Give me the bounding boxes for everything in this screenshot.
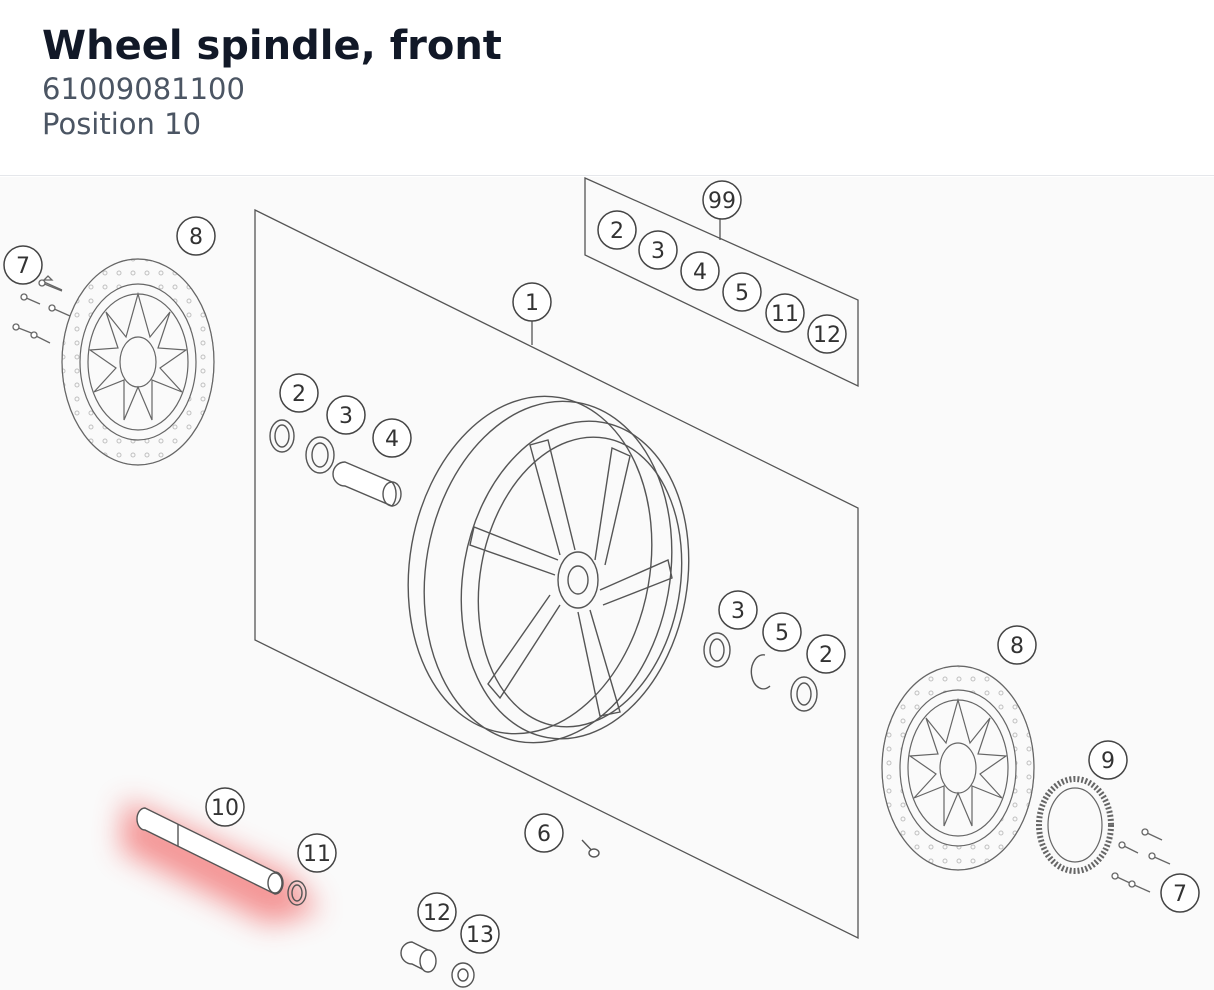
callout-1: 1 bbox=[512, 282, 552, 322]
callout-11: 11 bbox=[297, 833, 337, 873]
svg-text:2: 2 bbox=[292, 382, 306, 407]
callout-5-right: 5 bbox=[762, 612, 802, 652]
svg-text:9: 9 bbox=[1101, 749, 1115, 774]
callout-9: 9 bbox=[1088, 740, 1128, 780]
svg-text:1: 1 bbox=[525, 291, 539, 316]
svg-text:8: 8 bbox=[1010, 634, 1024, 659]
callout-2-left: 2 bbox=[279, 373, 319, 413]
callout-4-kit: 4 bbox=[680, 251, 720, 291]
callout-4-left: 4 bbox=[372, 418, 412, 458]
svg-text:3: 3 bbox=[651, 239, 665, 264]
svg-text:7: 7 bbox=[1173, 882, 1187, 907]
brake-disc-left bbox=[61, 258, 215, 466]
part-header: Wheel spindle, front 61009081100 Positio… bbox=[0, 0, 1214, 176]
callout-3-kit: 3 bbox=[638, 230, 678, 270]
svg-text:5: 5 bbox=[735, 281, 749, 306]
part-title: Wheel spindle, front bbox=[42, 23, 502, 69]
callout-12: 12 bbox=[417, 892, 457, 932]
svg-text:7: 7 bbox=[16, 254, 30, 279]
wheel-spindle-part bbox=[136, 807, 284, 895]
svg-text:5: 5 bbox=[775, 621, 789, 646]
callout-7-left: 7 bbox=[3, 245, 43, 285]
svg-text:4: 4 bbox=[693, 260, 707, 285]
spindle-ring bbox=[287, 880, 307, 906]
callout-2-right: 2 bbox=[806, 634, 846, 674]
callout-6: 6 bbox=[524, 813, 564, 853]
svg-text:13: 13 bbox=[466, 923, 494, 948]
callout-13: 13 bbox=[460, 914, 500, 954]
callout-7-right: 7 bbox=[1160, 873, 1200, 913]
svg-text:8: 8 bbox=[189, 225, 203, 250]
svg-text:6: 6 bbox=[537, 822, 551, 847]
part-number: 61009081100 bbox=[42, 72, 245, 106]
exploded-parts-diagram: 99 2 3 4 5 11 12 1 8 7 2 3 4 3 5 2 8 9 7… bbox=[0, 177, 1214, 990]
front-wheel-rim bbox=[407, 395, 690, 744]
svg-text:11: 11 bbox=[303, 842, 331, 867]
callout-8-right: 8 bbox=[997, 625, 1037, 665]
wheel-group-box bbox=[254, 208, 859, 940]
svg-text:2: 2 bbox=[610, 219, 624, 244]
part-position: Position 10 bbox=[42, 107, 202, 141]
callout-3-left: 3 bbox=[326, 395, 366, 435]
callout-5-kit: 5 bbox=[722, 272, 762, 312]
callout-11-kit: 11 bbox=[765, 293, 805, 333]
callout-12-kit: 12 bbox=[807, 314, 847, 354]
bolts-left bbox=[12, 275, 71, 344]
callout-2-kit: 2 bbox=[597, 210, 637, 250]
seal-bearing-spacer-left bbox=[269, 419, 402, 507]
svg-text:11: 11 bbox=[771, 302, 799, 327]
abs-pulse-ring bbox=[1036, 776, 1114, 874]
callout-99: 99 bbox=[702, 180, 742, 220]
svg-text:2: 2 bbox=[819, 643, 833, 668]
brake-disc-right bbox=[881, 665, 1035, 871]
svg-text:3: 3 bbox=[339, 404, 353, 429]
svg-text:4: 4 bbox=[385, 427, 399, 452]
callout-10: 10 bbox=[205, 787, 245, 827]
bolts-right bbox=[1111, 828, 1171, 893]
svg-text:3: 3 bbox=[731, 599, 745, 624]
bearing-circlip-seal-right bbox=[703, 632, 818, 712]
callout-3-right: 3 bbox=[718, 590, 758, 630]
svg-text:12: 12 bbox=[423, 901, 451, 926]
callout-8-left: 8 bbox=[176, 216, 216, 256]
svg-text:99: 99 bbox=[708, 189, 736, 214]
bolt-6 bbox=[581, 839, 600, 858]
svg-text:10: 10 bbox=[211, 796, 239, 821]
callout-labels: 99 2 3 4 5 11 12 1 8 7 2 3 4 3 5 2 8 9 7… bbox=[3, 180, 1200, 954]
spacer-and-nut bbox=[400, 941, 475, 988]
svg-text:12: 12 bbox=[813, 323, 841, 348]
